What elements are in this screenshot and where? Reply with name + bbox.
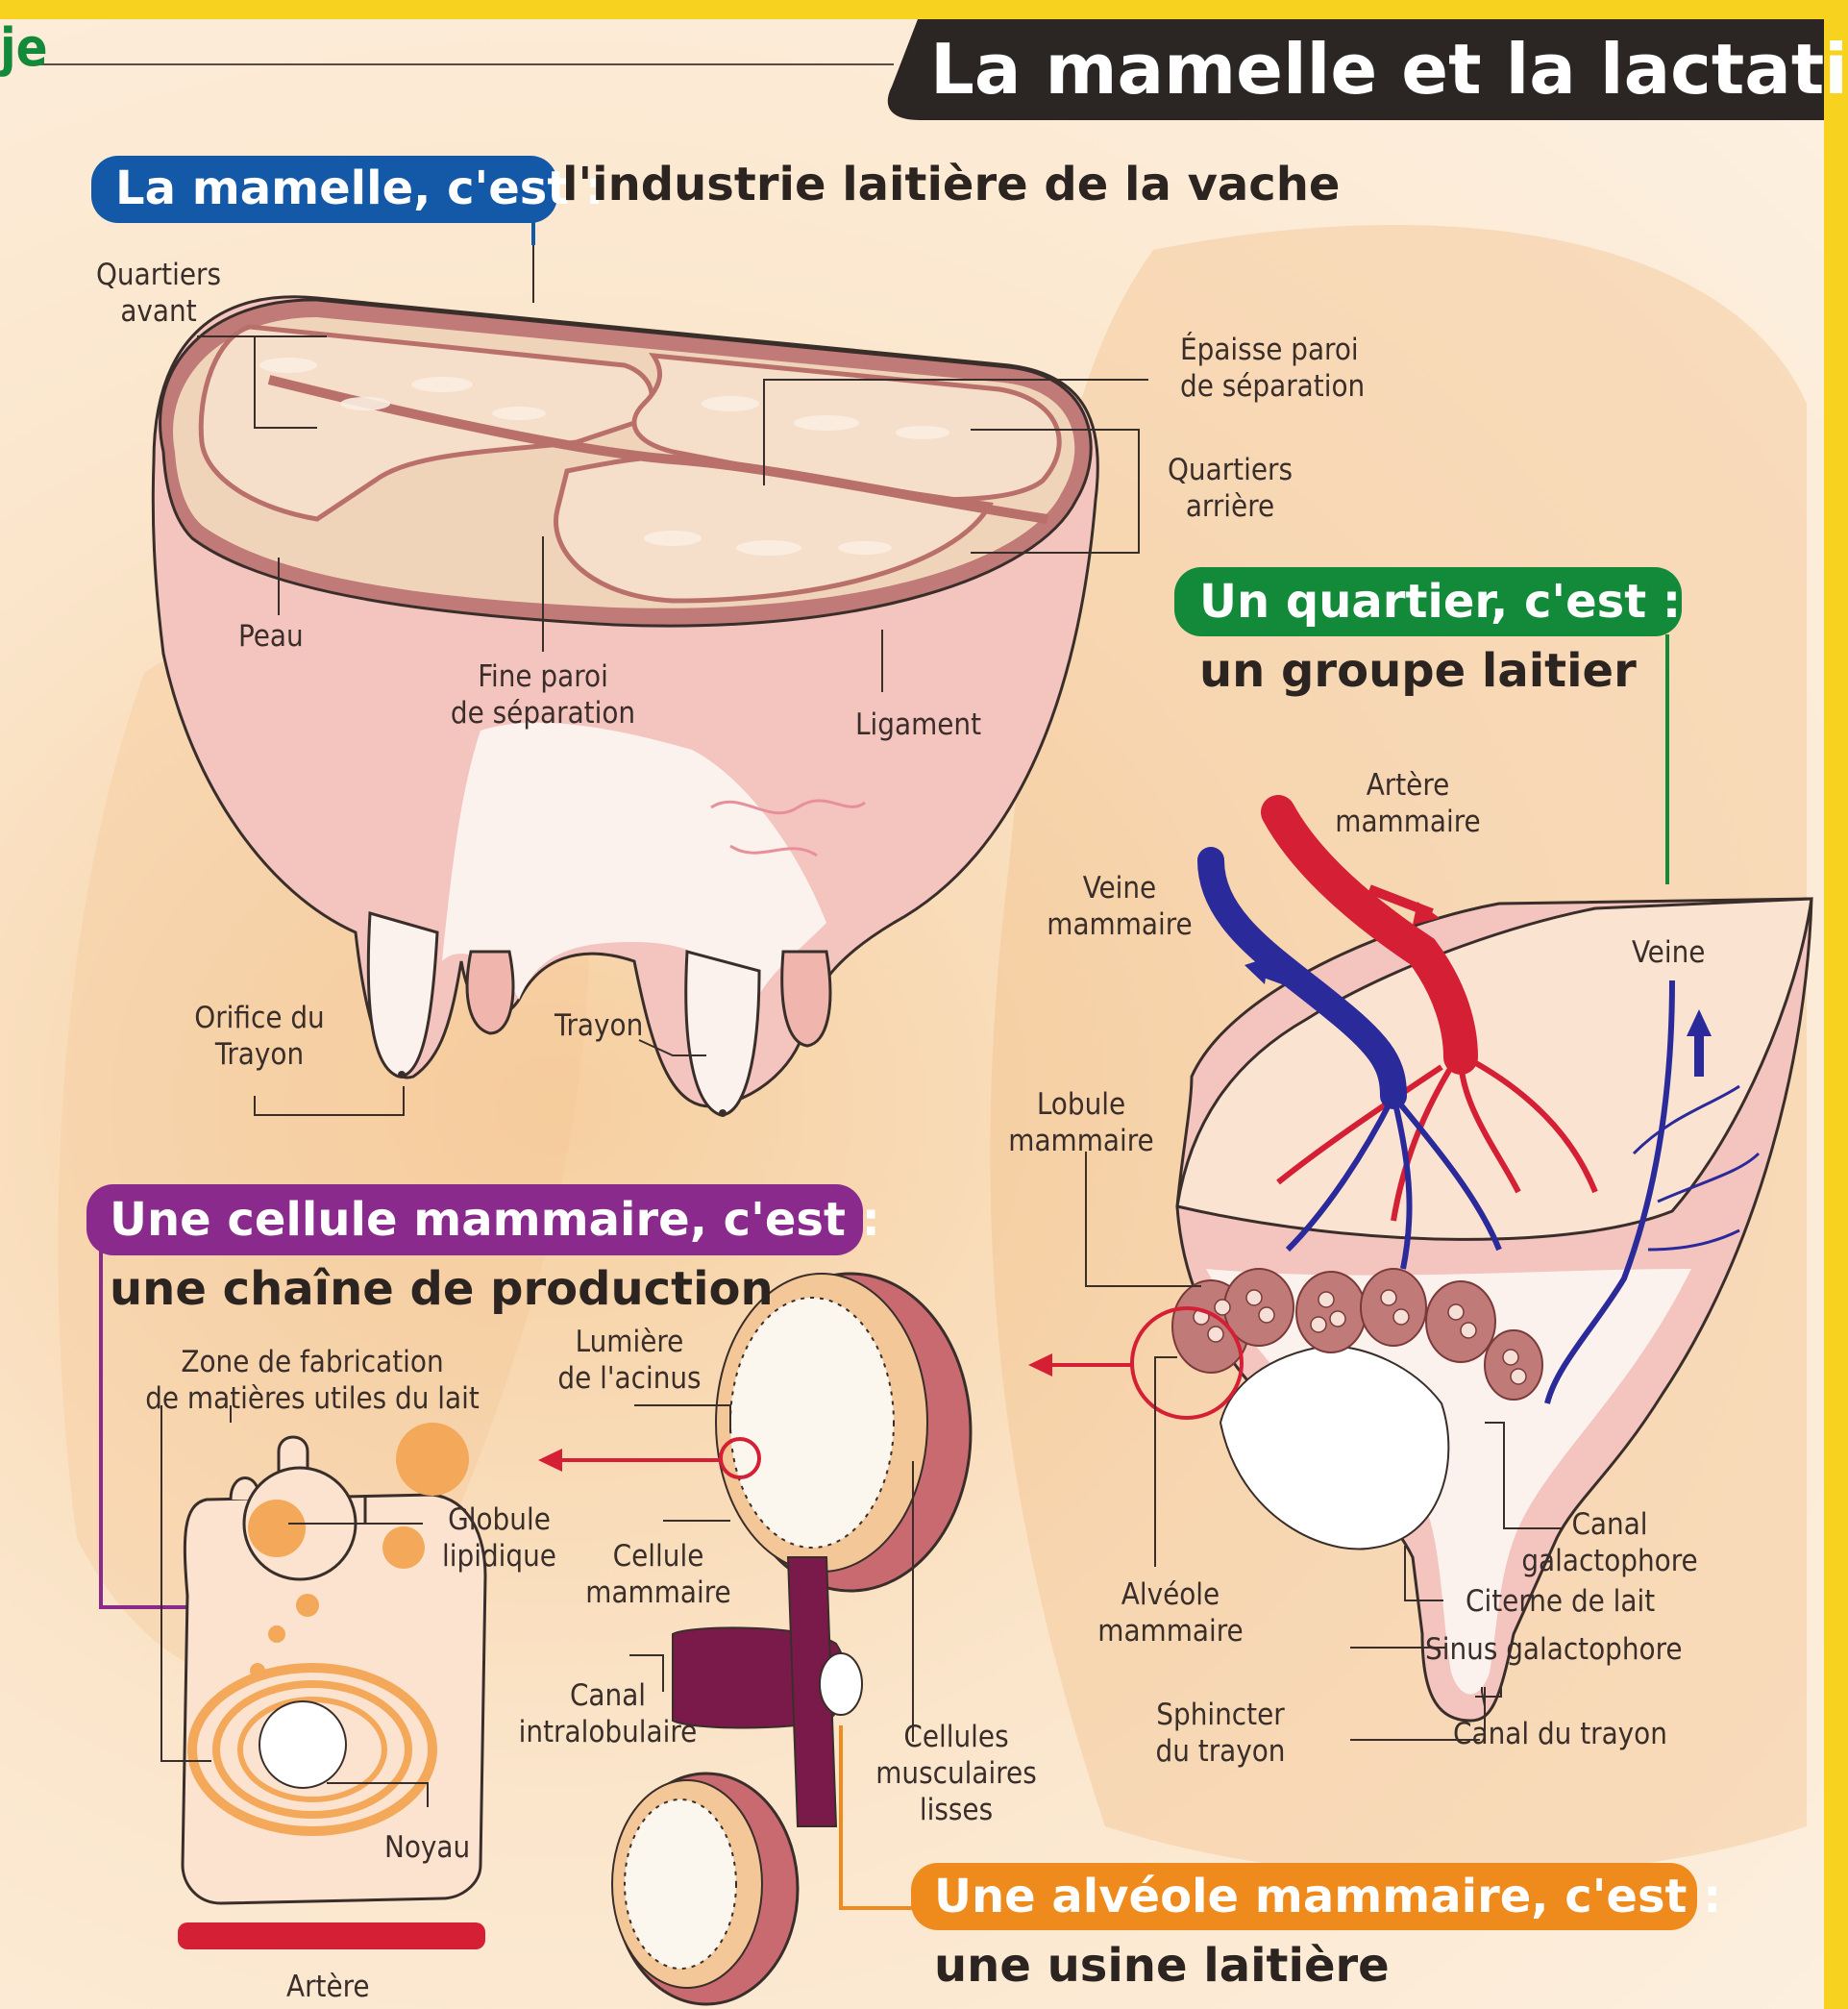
cellule-subtitle: une chaîne de production	[110, 1259, 774, 1319]
label-lobule-mammaire: Lobulemammaire	[995, 1086, 1168, 1159]
label-artere-mammaire: Artèremammaire	[1321, 767, 1494, 840]
label-artere: Artère	[286, 1969, 370, 2005]
cell-illustration	[178, 1423, 485, 1949]
label-ligament: Ligament	[855, 707, 981, 743]
label-globule: Globulelipidique	[442, 1501, 556, 1575]
label-canal-galactophore: Canalgalactophore	[1514, 1506, 1706, 1579]
mamelle-heading: La mamelle, c'est :	[115, 160, 604, 217]
label-citerne: Citerne de lait	[1466, 1583, 1655, 1620]
quartier-heading: Un quartier, c'est :	[1199, 573, 1681, 631]
label-cellules-musculaires: Cellulesmusculaireslisses	[860, 1719, 1052, 1828]
label-fine-paroi: Fine paroide séparation	[437, 658, 649, 732]
label-sphincter: Sphincterdu trayon	[1134, 1697, 1307, 1770]
label-veine: Veine	[1632, 934, 1705, 971]
corner-fragment: je	[0, 19, 48, 77]
quartier-subtitle: un groupe laitier	[1199, 642, 1637, 700]
label-noyau: Noyau	[384, 1829, 470, 1866]
label-peau: Peau	[238, 618, 304, 655]
label-zone-fabrication: Zone de fabricationde matières utiles du…	[125, 1344, 500, 1417]
label-sinus: Sinus galactophore	[1425, 1631, 1683, 1668]
label-canal-intralobulaire: Canalintralobulaire	[509, 1677, 706, 1750]
label-canal-trayon: Canal du trayon	[1453, 1716, 1667, 1752]
page-title: La mamelle et la lactation	[930, 27, 1848, 112]
label-orifice: Orifice duTrayon	[178, 1000, 341, 1073]
label-epaisse-paroi: Épaisse paroide séparation	[1180, 332, 1365, 405]
label-quartiers-arriere: Quartiersarrière	[1153, 452, 1307, 525]
label-alveole-mammaire: Alvéolemammaire	[1084, 1576, 1257, 1649]
label-lumiere: Lumièrede l'acinus	[548, 1324, 711, 1397]
label-quartiers-avant: Quartiersavant	[82, 257, 235, 330]
cellule-heading: Une cellule mammaire, c'est :	[110, 1190, 880, 1250]
alveole-heading: Une alvéole mammaire, c'est :	[934, 1867, 1721, 1926]
mamelle-subtitle: l'industrie laitière de la vache	[562, 156, 1340, 213]
alveole-subtitle: une usine laitière	[934, 1936, 1390, 1996]
label-cellule-mammaire: Cellulemammaire	[577, 1538, 740, 1611]
label-trayon: Trayon	[554, 1007, 643, 1044]
label-veine-mammaire: Veinemammaire	[1033, 870, 1206, 943]
